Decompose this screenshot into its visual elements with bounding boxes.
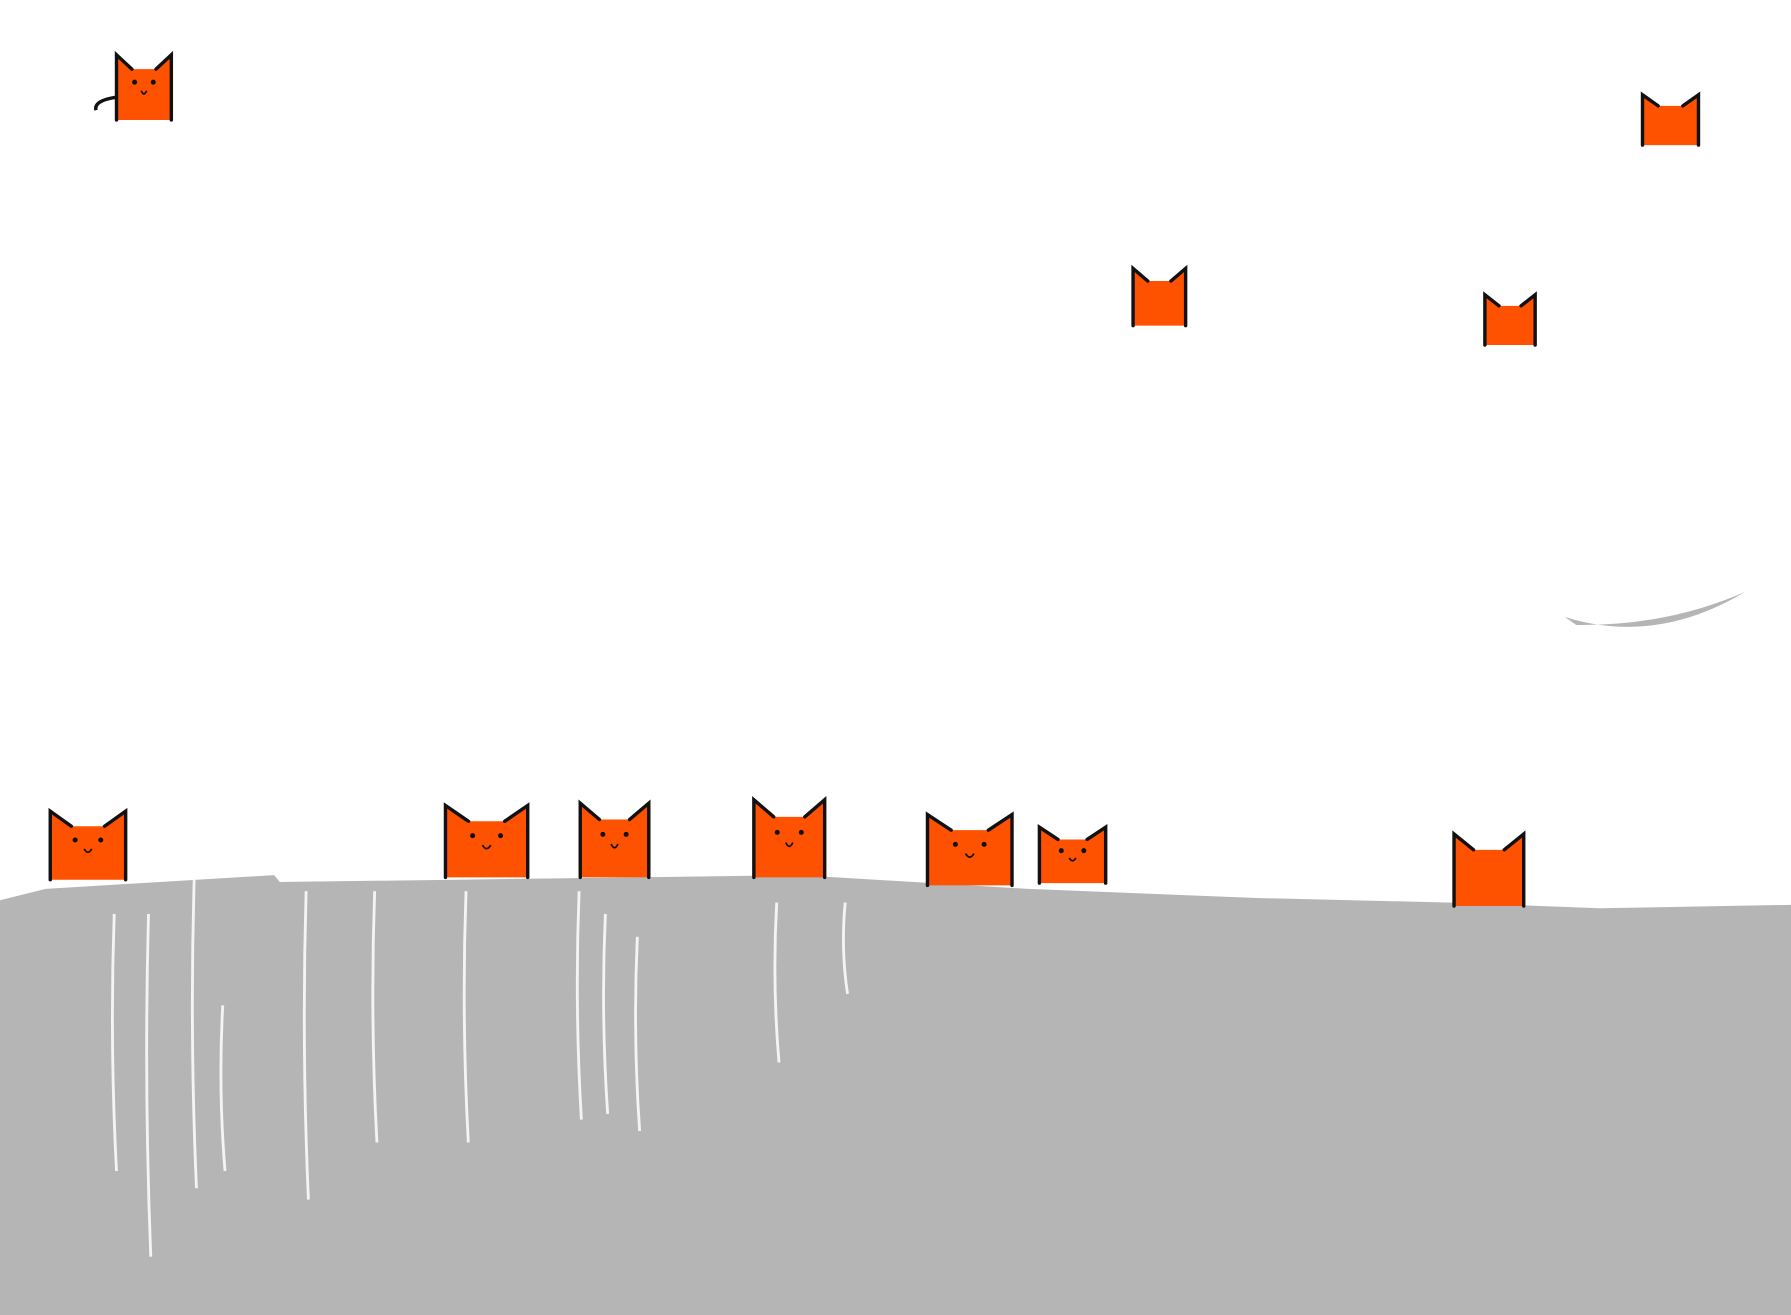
cat-outline — [1640, 91, 1701, 147]
cat — [1037, 823, 1108, 885]
cat — [48, 807, 128, 882]
cat-outline — [752, 796, 827, 880]
ground-streak — [145, 913, 153, 1257]
ground-streak — [575, 891, 583, 1120]
ground-streak — [462, 891, 470, 1143]
cat — [94, 50, 174, 122]
cat-outline — [1131, 264, 1188, 328]
cat-eye — [72, 837, 78, 843]
cat-outline — [1483, 291, 1537, 347]
cat-eye — [150, 79, 156, 85]
cat-eye — [798, 829, 804, 835]
cat-mouth — [784, 842, 794, 848]
ground-streak — [841, 902, 849, 995]
cats-group — [48, 50, 1701, 908]
cat-body — [580, 803, 649, 878]
cat-body — [1484, 294, 1536, 346]
cat-outline — [578, 799, 651, 880]
cat-body — [445, 805, 528, 878]
cat-mouth — [140, 90, 148, 95]
cat-eye — [952, 841, 958, 847]
ground-streak — [371, 891, 379, 1143]
cat-body — [753, 799, 825, 878]
ground-streak — [190, 879, 198, 1189]
cat-outline — [1452, 830, 1526, 908]
ground-streak — [110, 913, 118, 1172]
cat-eye — [774, 829, 780, 835]
cat — [1483, 291, 1537, 347]
ground-streaks — [110, 879, 849, 1257]
cat-eye — [470, 833, 476, 839]
ground-streak — [219, 1005, 227, 1172]
cat-tail — [94, 95, 117, 111]
ground-streak — [602, 913, 610, 1115]
cat — [578, 799, 651, 880]
cat — [752, 796, 827, 880]
cat-eye — [600, 831, 606, 837]
cat-eye — [132, 79, 138, 85]
cat-body — [116, 54, 172, 120]
cat-outline — [925, 811, 1014, 888]
cat — [1640, 91, 1701, 147]
cat — [1131, 264, 1188, 328]
cat-body — [1039, 827, 1106, 884]
ground-streak — [773, 902, 781, 1063]
cat-body — [1133, 268, 1186, 326]
moon-arc — [1564, 591, 1746, 627]
cat-mouth — [1068, 857, 1077, 862]
cat-eye — [1081, 848, 1087, 854]
cat-body — [1454, 834, 1524, 906]
cat-eye — [1058, 848, 1064, 854]
cat-mouth — [83, 848, 93, 854]
cat-outline — [1037, 823, 1108, 885]
cat-outline — [443, 802, 530, 880]
cat-eye — [623, 831, 629, 837]
gray-ground — [0, 875, 1791, 1315]
cat-body — [927, 814, 1013, 886]
ground-streak — [634, 936, 642, 1132]
cat-body — [50, 811, 126, 880]
cat-body — [1642, 94, 1699, 146]
cat-mouth — [481, 844, 492, 850]
cat — [443, 802, 530, 880]
ground-streak — [302, 891, 310, 1200]
cat-eye — [98, 837, 104, 843]
cat — [925, 811, 1014, 888]
cat-eye — [981, 841, 987, 847]
cat-mouth — [964, 853, 975, 858]
cat-outline — [48, 807, 128, 882]
cat — [1452, 830, 1526, 908]
cat-eye — [498, 833, 504, 839]
cat-mouth — [610, 843, 619, 849]
